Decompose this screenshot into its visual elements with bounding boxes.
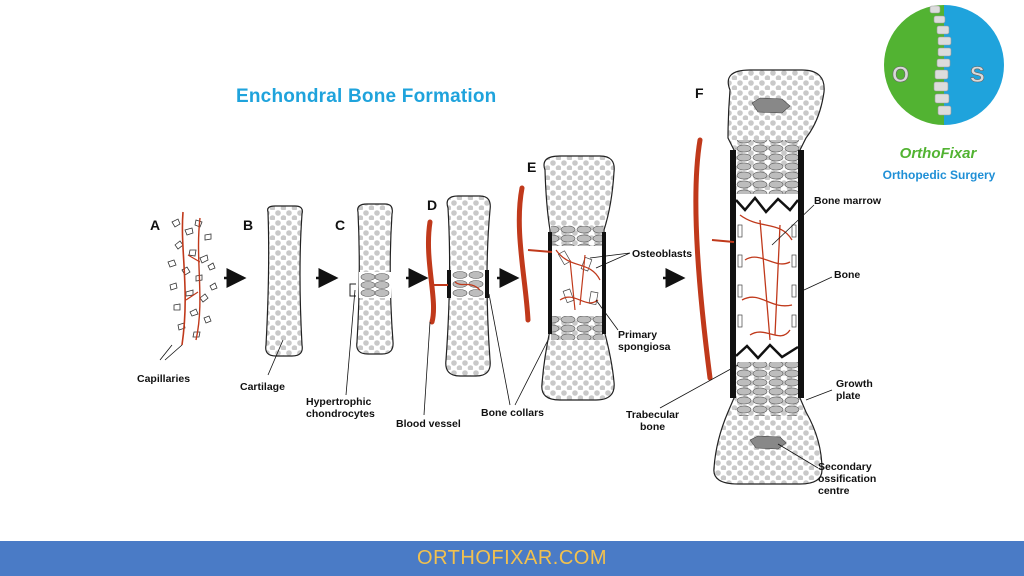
blood-vessel-pointer (423, 321, 431, 416)
label-secondary-line1: Secondary (818, 461, 872, 473)
stage-letter-f: F (695, 85, 704, 101)
label-blood-vessel: Blood vessel (396, 418, 461, 430)
bone-marrow-pointer (771, 204, 815, 246)
stage-letter-c: C (335, 217, 345, 233)
label-hypertrophic-line2: chondrocytes (306, 408, 375, 420)
label-cartilage: Cartilage (240, 381, 285, 393)
secondary-ossification-pointer (777, 443, 819, 469)
footer-bar: ORTHOFIXAR.COM (0, 541, 1024, 576)
label-primary-line1: Primary (618, 329, 657, 341)
bone-collars-pointer (488, 293, 549, 406)
logo-letter-o: O (892, 62, 909, 87)
stage-letter-e: E (527, 159, 536, 175)
label-hypertrophic-line1: Hypertrophic (306, 396, 372, 408)
bone-formation-diagram: A B C D E F Capillaries Cartilage (137, 5, 1004, 497)
growth-plate-pointer (805, 389, 833, 401)
brand-name: OrthoFixar (899, 145, 977, 162)
brand-subtitle: Orthopedic Surgery (882, 168, 996, 182)
stage-b-cartilage-model (265, 205, 303, 357)
osteoblasts-pointer (589, 252, 631, 269)
label-trabecular-line2: bone (640, 421, 665, 433)
bone-pointer (803, 276, 833, 291)
label-primary-line2: spongiosa (618, 341, 671, 353)
footer-site-link[interactable]: ORTHOFIXAR.COM (417, 547, 607, 569)
label-osteoblasts: Osteoblasts (632, 248, 692, 260)
diagram-title: Enchondral Bone Formation (236, 86, 497, 107)
stage-letter-a: A (150, 217, 160, 233)
stage-e-primary-ossification (516, 155, 615, 401)
trabecular-pointer (659, 364, 739, 409)
capillaries-pointer (159, 344, 183, 361)
label-secondary-line2: ossification (818, 473, 876, 485)
primary-spongiosa-pointer (595, 299, 619, 331)
stage-c-hypertrophy (349, 203, 394, 355)
label-trabecular-line1: Trabecular (626, 409, 679, 421)
cartilage-pointer (267, 339, 284, 376)
label-bone: Bone (834, 269, 860, 281)
stage-f-mature-bone (693, 69, 825, 485)
hypertrophic-pointer (345, 289, 356, 396)
label-bone-collars: Bone collars (481, 407, 544, 419)
label-growth-line1: Growth (836, 378, 873, 390)
stage-letter-d: D (427, 197, 437, 213)
orthofixar-logo: O S (884, 5, 1004, 125)
label-secondary-line3: centre (818, 485, 850, 497)
stage-a-mesenchyme (167, 211, 218, 346)
stage-d-bone-collar (425, 195, 491, 377)
label-growth-line2: plate (836, 390, 861, 402)
stage-letter-b: B (243, 217, 253, 233)
label-bone-marrow: Bone marrow (814, 195, 882, 207)
logo-letter-s: S (970, 62, 985, 87)
label-capillaries: Capillaries (137, 373, 190, 385)
